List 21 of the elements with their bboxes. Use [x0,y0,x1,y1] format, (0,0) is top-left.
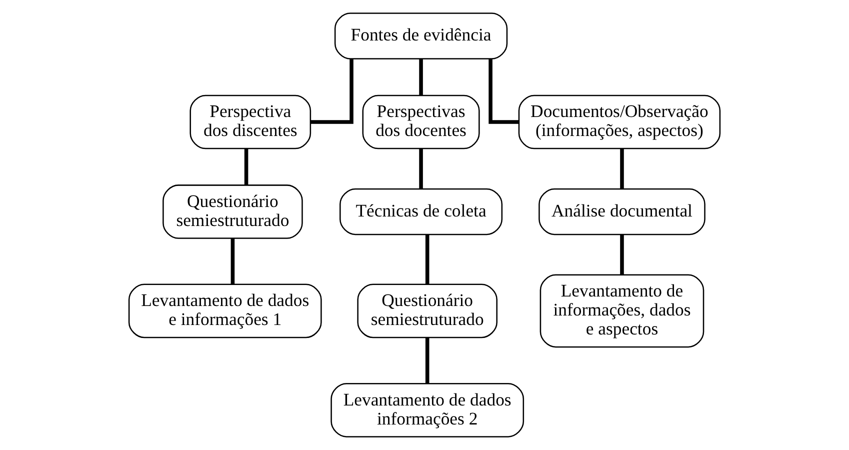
node-box: Documentos/Observação (informações, aspectos) [518,94,721,150]
node-box: Questionário semiestruturado [162,184,303,239]
connector [425,234,430,284]
connector [425,338,430,384]
node-box: Levantamento de dados e informações 1 [128,284,322,338]
connector [419,59,423,96]
node-box: Técnicas de coleta [340,188,503,236]
node-box: Análise documental [538,188,706,236]
connector [230,238,235,284]
node-box: Fontes de evidência [334,12,508,60]
node-box: Perspectiva dos discentes [190,94,312,150]
connector [244,148,248,185]
node-box: Levantamento de informações, dados e aspectos [540,274,704,348]
node-box: Perspectivas dos docentes [362,94,480,150]
connector [488,59,519,124]
connector [620,148,624,188]
node-box: Questionário semiestruturado [357,284,498,338]
connector [310,59,354,124]
node-box: Levantamento de dados informações 2 [330,383,524,438]
connector [419,148,423,188]
connector [620,234,624,275]
